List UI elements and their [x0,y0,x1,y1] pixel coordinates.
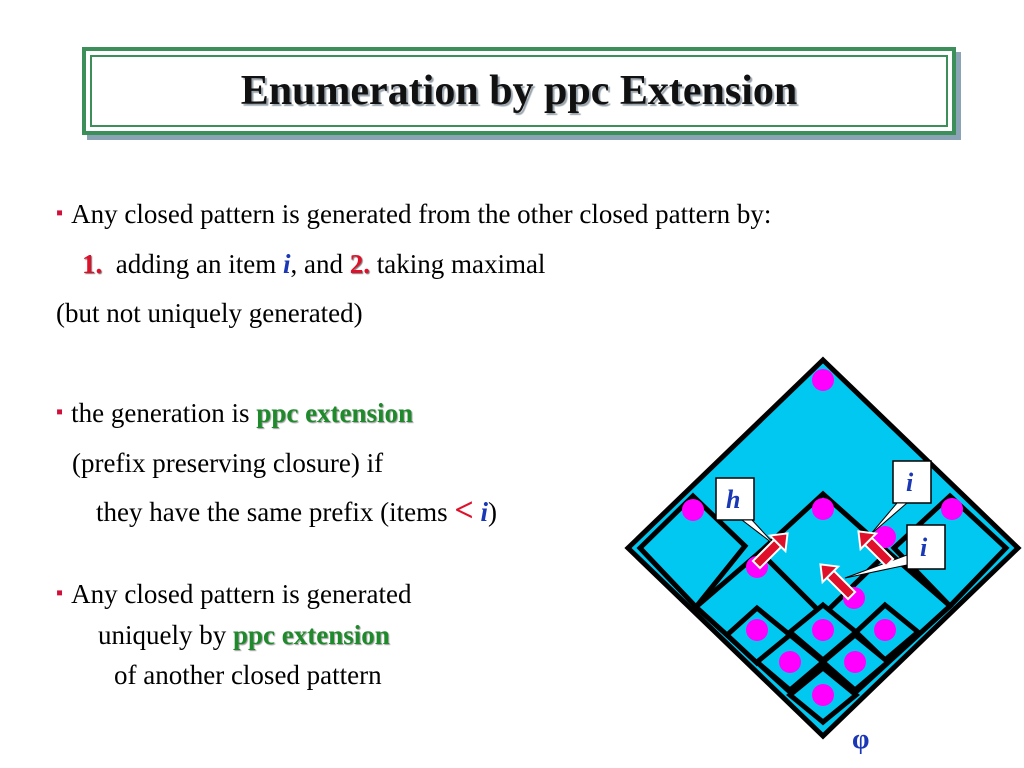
dot [812,619,834,641]
step2-text: taking maximal [376,249,546,279]
para3-line3: of another closed pattern [114,660,382,690]
phi-label: φ [852,724,869,755]
step1-text: adding an item [115,249,277,279]
title-box: Enumeration by ppc Extension [82,47,956,135]
dot [682,499,704,521]
para1-line1: ▪ Any closed pattern is generated from th… [56,198,771,233]
para1-text: Any closed pattern is generated from the… [71,199,772,229]
para2-text: the generation is [71,398,250,428]
dot [874,526,896,548]
ppc-extension-highlight: ppc extension [256,398,414,428]
item-dots [682,369,963,706]
para2-line2: (prefix preserving closure) if [72,448,384,478]
callout-pointer-i-top [869,502,909,536]
para3-text: Any closed pattern is generated [71,579,412,609]
dot [812,684,834,706]
arrow-i-top [857,530,895,568]
dot [812,498,834,520]
para2-line1: ▪ the generation is ppc extension [56,397,413,432]
label-h-text: h [726,485,740,514]
label-i-mid-text: i [920,533,928,562]
item-variable: i [282,249,291,279]
para3-line1: ▪ Any closed pattern is generated [56,578,411,613]
ppc-extension-highlight: ppc extension [233,620,390,650]
less-than-symbol: < [454,492,474,529]
slide-title: Enumeration by ppc Extension [240,68,798,114]
label-h: h [715,477,755,521]
dot [844,651,866,673]
step-number-1: 1. [82,249,103,279]
bullet-icon: ▪ [56,401,64,423]
dot [941,498,963,520]
para2-line3: they have the same prefix (items < i) [96,492,498,529]
dot [779,651,801,673]
dot [746,619,768,641]
and-text: , and [290,249,343,279]
callout-pointer-h [740,519,777,547]
arrow-h [751,532,789,570]
label-i-mid: i [906,524,946,570]
bullet-icon: ▪ [56,582,64,604]
para3-line2: uniquely by ppc extension [98,619,390,651]
step-number-2: 2. [349,249,370,279]
label-i-top-text: i [906,468,914,497]
title-inner-frame: Enumeration by ppc Extension [90,55,948,127]
uniquely-text: uniquely by [98,620,227,650]
closed-pattern-lattice-diagram: h i i φ [624,356,1022,755]
bullet-icon: ▪ [56,202,64,224]
prefix-text: they have the same prefix (items [96,497,448,527]
para1-line2: 1. adding an item i, and 2. taking maxim… [82,248,545,280]
arrow-i-mid [819,563,857,601]
label-i-top: i [892,460,932,504]
dot [812,369,834,391]
para1-line3: (but not uniquely generated) [56,298,363,328]
close-paren: ) [488,497,498,527]
dot [874,619,896,641]
item-variable: i [480,497,489,527]
